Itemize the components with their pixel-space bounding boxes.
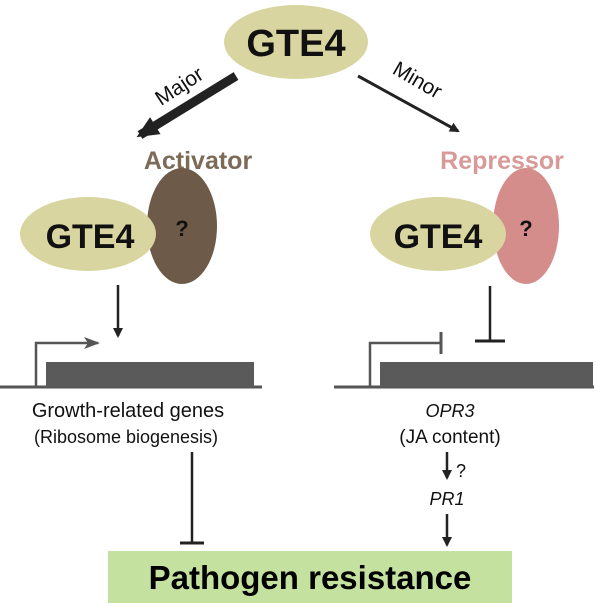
minor-arrow [357, 74, 460, 133]
repressor-partner-ellipse [493, 168, 559, 284]
repressor-label: Repressor [440, 147, 564, 175]
growth-genes-label: Growth-related genes [32, 400, 224, 422]
outcome-background [108, 551, 512, 603]
opr3-label: OPR3 [425, 401, 474, 421]
repression-line [475, 286, 505, 343]
ja-content-label: (JA content) [399, 427, 500, 448]
uncertain-step-label: ? [456, 461, 466, 481]
activator-partner-label: ? [175, 216, 188, 241]
activator-gte4-label: GTE4 [46, 218, 135, 256]
top-gte4-label: GTE4 [246, 23, 345, 65]
repressor-complex: GTE4 ? [370, 168, 559, 284]
repressor-gte4-label: GTE4 [394, 218, 483, 256]
activator-partner-ellipse [147, 168, 217, 284]
left-promoter-arrow [34, 337, 100, 387]
ribosome-biogenesis-label: (Ribosome biogenesis) [34, 427, 218, 447]
major-arrow [136, 72, 239, 139]
growth-genes-locus [0, 337, 262, 389]
top-gte4-ellipse [224, 5, 368, 79]
pathogen-resistance-label: Pathogen resistance [149, 559, 472, 596]
pathogen-resistance-box: Pathogen resistance [108, 551, 512, 603]
top-gte4-node: GTE4 [224, 5, 368, 79]
pr1-label: PR1 [429, 489, 464, 509]
left-gene-bar [46, 362, 254, 387]
activator-gte4-ellipse [20, 197, 156, 271]
repressor-gte4-ellipse [370, 197, 506, 271]
right-promoter-line [368, 341, 441, 387]
opr3-locus [334, 332, 594, 389]
right-gene-bar [380, 362, 593, 387]
activator-label: Activator [144, 147, 253, 175]
activator-complex: GTE4 ? [20, 168, 217, 284]
growth-inhibition-line [180, 452, 204, 545]
repressor-partner-label: ? [519, 216, 532, 241]
